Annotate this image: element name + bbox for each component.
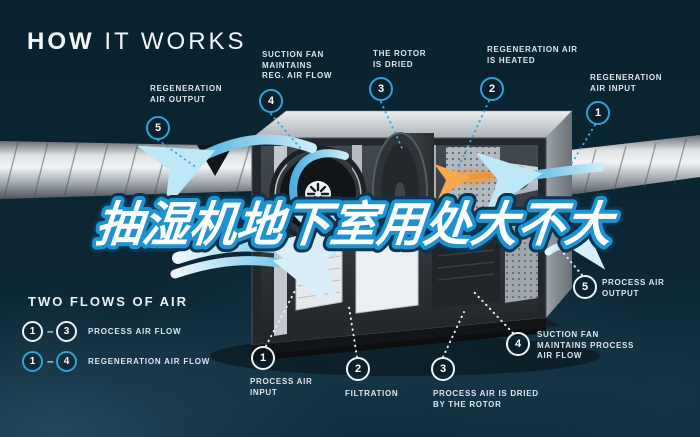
- legend-label-regeneration: REGENERATION AIR FLOW: [88, 357, 211, 366]
- fan-swirl-arrow: [289, 149, 355, 260]
- legend-dash: –: [47, 324, 54, 338]
- callout-text: AIR INPUT: [590, 83, 637, 93]
- callout-process-air-dried: PROCESS AIR IS DRIED BY THE ROTOR: [433, 389, 539, 410]
- process-output-arrow: [544, 220, 610, 270]
- badge-4-suction-fan-reg: 4: [259, 89, 283, 113]
- callout-text: FILTRATION: [345, 389, 399, 398]
- badge-3-process-dried: 3: [431, 357, 455, 381]
- callout-text: INPUT: [250, 387, 278, 397]
- callout-regeneration-input: REGENERATION AIR INPUT: [590, 73, 662, 94]
- callout-regeneration-air-output: REGENERATION AIR OUTPUT: [150, 84, 222, 105]
- badge-2-filtration: 2: [346, 357, 370, 381]
- page-title-bold: HOW: [27, 28, 95, 55]
- regeneration-input-arrow: [475, 152, 605, 215]
- callout-text: AIR FLOW: [537, 351, 583, 360]
- process-input-arrow-2: [170, 243, 342, 306]
- callout-text: PROCESS AIR: [602, 278, 665, 287]
- badge-5-process-output: 5: [573, 275, 597, 299]
- callout-text: BY THE ROTOR: [433, 399, 502, 409]
- callout-text: REGENERATION: [150, 84, 223, 93]
- badge-5-regeneration-output: 5: [146, 116, 170, 140]
- callout-text: THE ROTOR: [373, 49, 427, 58]
- callout-text: PROCESS AIR: [250, 377, 313, 386]
- callout-text: REG. AIR FLOW: [262, 71, 333, 80]
- page-title: HOW IT WORKS: [27, 28, 247, 56]
- badge-4-suction-fan-process: 4: [506, 332, 530, 356]
- machine-right-panel: [546, 111, 572, 318]
- legend-badge-1-process: 1: [22, 321, 43, 342]
- callout-text: OUTPUT: [602, 288, 640, 298]
- legend-badge-4-regeneration: 4: [56, 351, 77, 372]
- regeneration-output-arrow: [137, 134, 317, 211]
- legend-title: TWO FLOWS OF AIR: [28, 294, 189, 309]
- callout-text: IS HEATED: [487, 55, 536, 65]
- legend-dash: –: [47, 354, 54, 368]
- legend-label-process: PROCESS AIR FLOW: [88, 327, 182, 336]
- callout-process-air-output: PROCESS AIR OUTPUT: [602, 278, 665, 299]
- callout-text: MAINTAINS PROCESS: [537, 340, 635, 350]
- callout-text: SUCTION FAN: [262, 50, 324, 59]
- legend-badge-3-process: 3: [56, 321, 77, 342]
- callout-filtration: FILTRATION: [345, 389, 398, 400]
- legend-badge-1-regeneration: 1: [22, 351, 43, 372]
- callout-text: IS DRIED: [373, 59, 414, 69]
- page-title-rest: IT WORKS: [94, 28, 247, 55]
- leader-lines: [157, 100, 596, 358]
- callout-suction-fan-reg: SUCTION FAN MAINTAINS REG. AIR FLOW: [262, 50, 332, 82]
- badge-2-regeneration-heated: 2: [480, 77, 504, 101]
- airflow-arrows: [137, 134, 610, 306]
- badge-3-rotor-dried: 3: [369, 77, 393, 101]
- process-fan-housing: [355, 230, 419, 314]
- callout-text: REGENERATION AIR: [487, 45, 578, 54]
- regeneration-heater: [434, 147, 502, 214]
- callout-text: PROCESS AIR IS DRIED: [433, 389, 539, 398]
- callout-regeneration-heated: REGENERATION AIR IS HEATED: [487, 45, 578, 66]
- callout-text: AIR OUTPUT: [150, 94, 206, 104]
- callout-process-air-input: PROCESS AIR INPUT: [250, 377, 313, 398]
- badge-1-process-input: 1: [251, 346, 275, 370]
- badge-1-regeneration-input: 1: [586, 101, 610, 125]
- callout-text: SUCTION FAN: [537, 330, 599, 339]
- callout-text: REGENERATION: [590, 73, 663, 82]
- compressor-section: [432, 218, 538, 308]
- callout-suction-fan-process: SUCTION FAN MAINTAINS PROCESS AIR FLOW: [537, 330, 634, 362]
- callout-text: MAINTAINS: [262, 60, 313, 70]
- callout-rotor-dried: THE ROTOR IS DRIED: [373, 49, 426, 70]
